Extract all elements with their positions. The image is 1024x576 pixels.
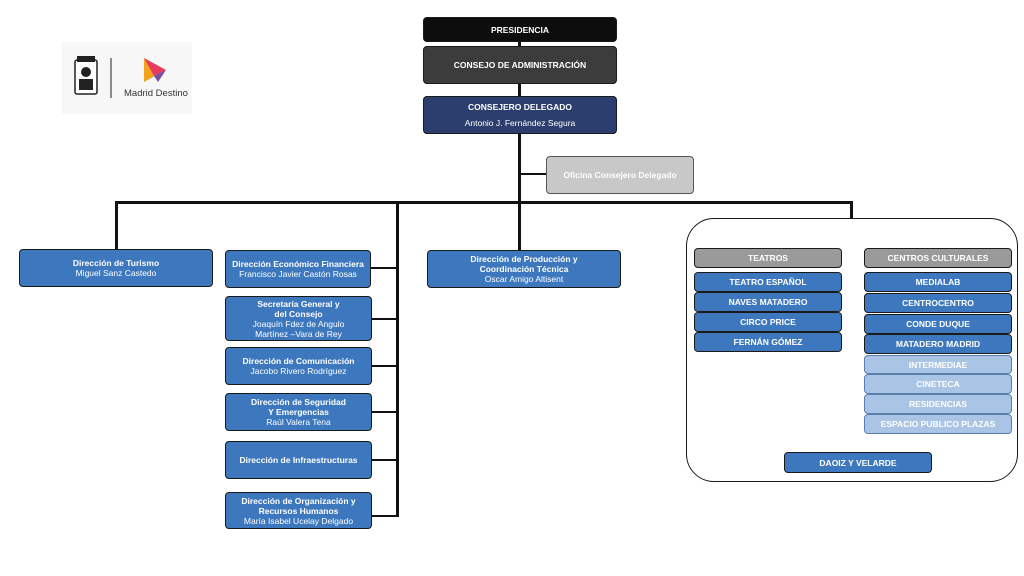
centro-item: CENTROCENTRO: [864, 293, 1012, 313]
daoiz-velarde-label: DAOIZ Y VELARDE: [819, 457, 897, 468]
consejero-title: CONSEJERO DELEGADO: [468, 102, 572, 112]
oficina-consejero-box: Oficina Consejero Delegado: [546, 156, 694, 194]
teatros-header: TEATROS: [694, 248, 842, 268]
infraestructuras-title: Dirección de Infraestructuras: [239, 455, 358, 465]
centro-item-light: INTERMEDIAE: [864, 355, 1012, 374]
centro-item-light: ESPACIO PUBLICO PLAZAS: [864, 414, 1012, 434]
comunicacion-name: Jacobo Rivero Rodríguez: [250, 366, 347, 376]
comunicacion-title: Dirección de Comunicación: [242, 356, 355, 366]
centro-item: MEDIALAB: [864, 272, 1012, 292]
direccion-produccion-box: Dirección de Producción y Coordinación T…: [427, 250, 621, 288]
centro-item-light-label: ESPACIO PUBLICO PLAZAS: [880, 419, 996, 429]
centro-item: CONDE DUQUE: [864, 314, 1012, 334]
turismo-title: Dirección de Turismo: [72, 258, 160, 268]
economico-title: Dirección Económico Financiera: [232, 259, 364, 269]
secretaria-title-2: del Consejo: [274, 308, 323, 319]
centro-item-light: CINETECA: [864, 374, 1012, 394]
connector-infraestructuras: [372, 459, 397, 461]
connector-teatros-area: [850, 201, 853, 219]
seguridad-title-1: Dirección de Seguridad: [251, 397, 346, 407]
direccion-organizacion-box: Dirección de Organización y Recursos Hum…: [225, 492, 372, 529]
connector-comunicacion: [372, 365, 397, 367]
consejo-box: CONSEJO DE ADMINISTRACIÓN: [423, 46, 617, 84]
teatro-item: CIRCO PRICE: [694, 312, 842, 332]
seguridad-title-2: Y Emergencias: [268, 407, 329, 417]
teatro-item: FERNÁN GÓMEZ: [694, 332, 842, 352]
turismo-name: Miguel Sanz Castedo: [75, 268, 157, 278]
centro-item-light-label: RESIDENCIAS: [908, 399, 968, 409]
teatro-item: TEATRO ESPAÑOL: [694, 272, 842, 292]
teatro-item-label: TEATRO ESPAÑOL: [729, 277, 807, 287]
teatro-item: NAVES MATADERO: [694, 292, 842, 312]
centro-item-light-label: CINETECA: [916, 379, 960, 389]
centro-item-light-label: INTERMEDIAE: [908, 359, 968, 370]
logo-graphic: [74, 56, 166, 98]
centro-item-label: MATADERO MADRID: [895, 339, 981, 349]
centro-item: MATADERO MADRID: [864, 334, 1012, 354]
secretaria-name-2: Martínez –Vara de Rey: [255, 328, 342, 339]
organizacion-name: María Isabel Ucelay Delgado: [243, 515, 354, 526]
economico-name: Francisco Javier Castón Rosas: [239, 269, 357, 279]
connector-seguridad: [372, 411, 397, 413]
connector-left-column: [396, 201, 399, 517]
organizacion-title-2: Recursos Humanos: [258, 505, 339, 516]
direccion-turismo-box: Dirección de Turismo Miguel Sanz Castedo: [19, 249, 213, 287]
coat-of-arms-icon: [74, 56, 98, 95]
centro-item-label: CENTROCENTRO: [902, 298, 974, 308]
centro-item-label: CONDE DUQUE: [906, 319, 970, 329]
centros-header-label: CENTROS CULTURALES: [887, 253, 989, 263]
connector-oficina: [520, 173, 548, 175]
produccion-name: Oscar Amigo Altisent: [484, 274, 564, 284]
connector-organizacion: [372, 515, 397, 517]
produccion-title-1: Dirección de Producción y: [470, 254, 578, 264]
consejo-label: CONSEJO DE ADMINISTRACIÓN: [453, 60, 587, 70]
presidencia-label: PRESIDENCIA: [490, 24, 550, 35]
secretaria-name-1: Joaquín Fdez de Angulo: [252, 318, 345, 329]
secretaria-title-1: Secretaría General y: [257, 298, 340, 309]
consejero-name: Antonio J. Fernández Segura: [464, 118, 576, 128]
secretaria-general-box: Secretaría General y del Consejo Joaquín…: [225, 296, 372, 341]
logo-text: Madrid Destino: [124, 88, 188, 99]
connector-secretaria: [372, 318, 397, 320]
direccion-seguridad-box: Dirección de Seguridad Y Emergencias Raú…: [225, 393, 372, 431]
teatro-item-label: CIRCO PRICE: [740, 317, 796, 327]
teatro-item-label: NAVES MATADERO: [728, 297, 808, 307]
connector-economico: [370, 267, 397, 269]
connector-turismo: [115, 201, 118, 249]
connector-horizontal: [115, 201, 853, 204]
centros-header: CENTROS CULTURALES: [864, 248, 1012, 268]
oficina-label: Oficina Consejero Delegado: [563, 170, 677, 180]
teatros-header-label: TEATROS: [748, 253, 788, 263]
madrid-destino-logo: Madrid Destino: [62, 42, 192, 114]
teatro-item-label: FERNÁN GÓMEZ: [733, 337, 803, 347]
consejero-delegado-box: CONSEJERO DELEGADO Antonio J. Fernández …: [423, 96, 617, 134]
centro-item-label: MEDIALAB: [915, 277, 961, 287]
direccion-comunicacion-box: Dirección de Comunicación Jacobo Rivero …: [225, 347, 372, 385]
direccion-economico-box: Dirección Económico Financiera Francisco…: [225, 250, 371, 288]
organizacion-title-1: Dirección de Organización y: [241, 495, 356, 506]
daoiz-velarde-box: DAOIZ Y VELARDE: [784, 452, 932, 473]
connector-main-vertical: [518, 42, 521, 250]
seguridad-name: Raúl Valera Tena: [266, 417, 331, 427]
madrid-destino-brand-icon: [144, 58, 166, 82]
presidencia-box: PRESIDENCIA: [423, 17, 617, 42]
direccion-infraestructuras-box: Dirección de Infraestructuras: [225, 441, 372, 479]
produccion-title-2: Coordinación Técnica: [479, 264, 569, 274]
centro-item-light: RESIDENCIAS: [864, 394, 1012, 414]
